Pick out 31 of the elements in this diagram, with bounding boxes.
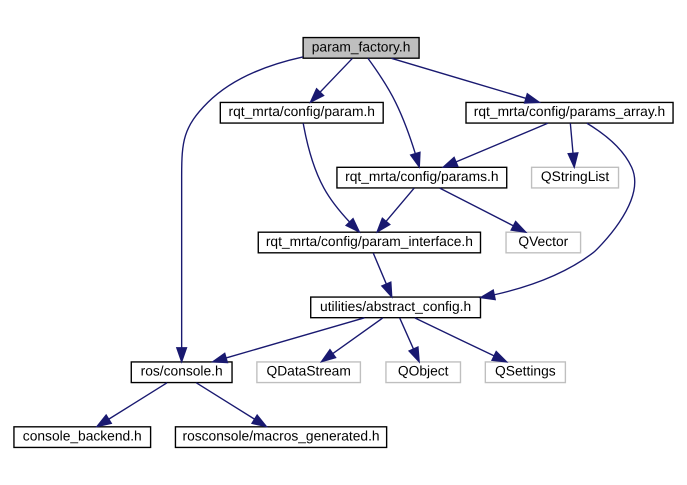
arrow [95, 382, 168, 428]
arrow [367, 58, 421, 169]
arrow [567, 123, 579, 170]
arrow [372, 252, 393, 299]
arrow [210, 317, 365, 364]
arrow [176, 56, 304, 364]
node-box: param_factory.h [302, 36, 420, 59]
arrow [196, 382, 268, 428]
arrow [478, 122, 636, 300]
arrow [439, 188, 528, 234]
arrow [414, 317, 508, 363]
node-box: rqt_mrta/config/param.h [220, 102, 384, 124]
node-box: rqt_mrta/config/params.h [336, 166, 508, 189]
node-box: QSettings [484, 361, 566, 384]
arrow [302, 123, 361, 234]
node-box: rosconsole/macros_generated.h [174, 426, 388, 448]
node-box: QObject [385, 361, 462, 384]
arrow [391, 58, 542, 104]
node-box: console_backend.h [13, 426, 152, 448]
node-box: rqt_mrta/config/param_interface.h [258, 231, 482, 254]
node-box: utilities/abstract_config.h [310, 296, 482, 318]
arrow [320, 317, 384, 363]
node-box: QStringList [530, 166, 620, 189]
arrow [376, 188, 415, 234]
arrow [441, 122, 548, 168]
arrow [309, 58, 353, 104]
node-box: QVector [505, 231, 582, 254]
node-box: ros/console.h [130, 361, 233, 384]
arrow [399, 318, 420, 364]
node-box: rqt_mrta/config/params_array.h [465, 102, 674, 124]
node-box: QDataStream [256, 361, 362, 384]
